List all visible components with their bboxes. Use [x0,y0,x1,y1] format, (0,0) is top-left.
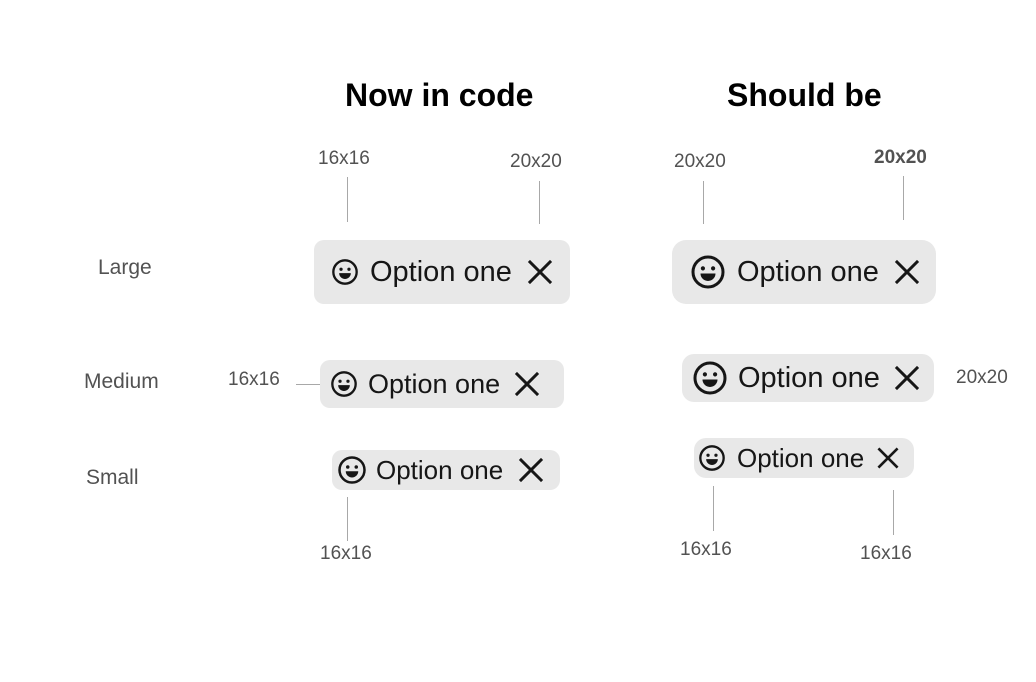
close-icon[interactable] [525,257,555,287]
smiley-face-icon [698,444,726,472]
chip-label: Option one [738,361,880,394]
chip-should-small[interactable]: Option one [694,438,914,478]
column-title-should: Should be [727,77,882,113]
leader-now-medium-leading [296,384,330,385]
dim-now-small-leading: 16x16 [320,543,372,564]
leader-now-small-leading [347,497,348,541]
chip-now-medium[interactable]: Option one [320,360,564,408]
close-icon[interactable] [512,369,542,399]
leader-should-small-leading [713,486,714,531]
smiley-face-icon [330,370,358,398]
chip-label: Option one [368,368,501,399]
chip-should-medium[interactable]: Option one [682,354,934,402]
close-icon[interactable] [875,445,901,471]
column-title-now: Now in code [345,77,534,113]
smiley-face-icon [331,258,359,286]
chip-label: Option one [737,442,865,473]
dim-should-large-close: 20x20 [874,147,927,168]
dim-now-medium-leading: 16x16 [228,369,280,390]
close-icon[interactable] [516,455,546,485]
dim-should-small-leading: 16x16 [680,539,732,560]
leader-should-small-close [893,490,894,535]
row-label-medium: Medium [84,370,159,393]
leader-now-large-leading [347,177,348,222]
close-icon[interactable] [892,257,922,287]
dim-should-small-close: 16x16 [860,543,912,564]
dim-should-large-leading: 20x20 [674,151,726,172]
leader-should-large-close [903,176,904,220]
chip-now-large[interactable]: Option one [314,240,570,304]
chip-label: Option one [737,255,879,288]
smiley-face-icon [337,455,367,485]
chip-label: Option one [370,255,512,288]
chip-now-small[interactable]: Option one [332,450,560,490]
row-label-small: Small [86,466,139,489]
dim-now-large-leading: 16x16 [318,148,370,169]
leader-now-large-close [539,181,540,224]
chip-label: Option one [376,454,504,485]
dim-now-large-close: 20x20 [510,151,562,172]
row-label-large: Large [98,256,152,279]
chip-should-large[interactable]: Option one [672,240,936,304]
dim-should-medium-close: 20x20 [956,367,1008,388]
close-icon[interactable] [892,363,922,393]
smiley-face-icon [690,254,726,290]
leader-should-large-leading [703,181,704,224]
smiley-face-icon [692,360,728,396]
